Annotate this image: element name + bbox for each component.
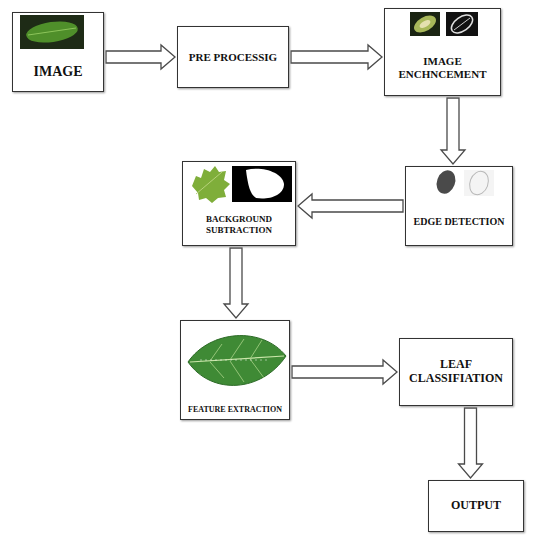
enhanced-leaf-photo: [410, 11, 478, 36]
process-box: EDGE DETECTION: [405, 166, 513, 246]
block-arrow: [298, 194, 403, 218]
box-label: IMAGE: [34, 64, 83, 80]
leaf-photo: [20, 15, 84, 49]
box-label: FEATURE EXTRACTION: [188, 405, 282, 414]
block-arrow: [292, 360, 397, 384]
process-box: IMAGE ENCHNCEMENT: [384, 8, 501, 96]
segmentation-thumbnails: [192, 166, 292, 203]
feature-leaf: [188, 336, 286, 386]
box-label: EDGE DETECTION: [414, 216, 505, 228]
block-arrow: [291, 45, 382, 69]
process-box: IMAGE: [12, 12, 104, 92]
box-label: OUTPUT: [451, 499, 501, 513]
process-box: PRE PROCESSIG: [177, 26, 289, 88]
block-arrow: [441, 98, 465, 164]
process-box: FEATURE EXTRACTION: [180, 320, 290, 420]
box-label: LEAF CLASSIFIATION: [406, 358, 506, 386]
block-arrow: [459, 408, 483, 478]
box-label: PRE PROCESSIG: [189, 51, 277, 64]
box-label: BACKGROUND SUBTRACTION: [194, 214, 284, 235]
box-label: IMAGE ENCHNCEMENT: [393, 55, 493, 80]
block-arrow: [106, 45, 175, 69]
process-box: LEAF CLASSIFIATION: [399, 338, 513, 406]
process-box: OUTPUT: [428, 480, 524, 532]
process-box: BACKGROUND SUBTRACTION: [182, 161, 296, 246]
block-arrow: [224, 248, 248, 318]
edge-thumbnails: [433, 168, 494, 198]
